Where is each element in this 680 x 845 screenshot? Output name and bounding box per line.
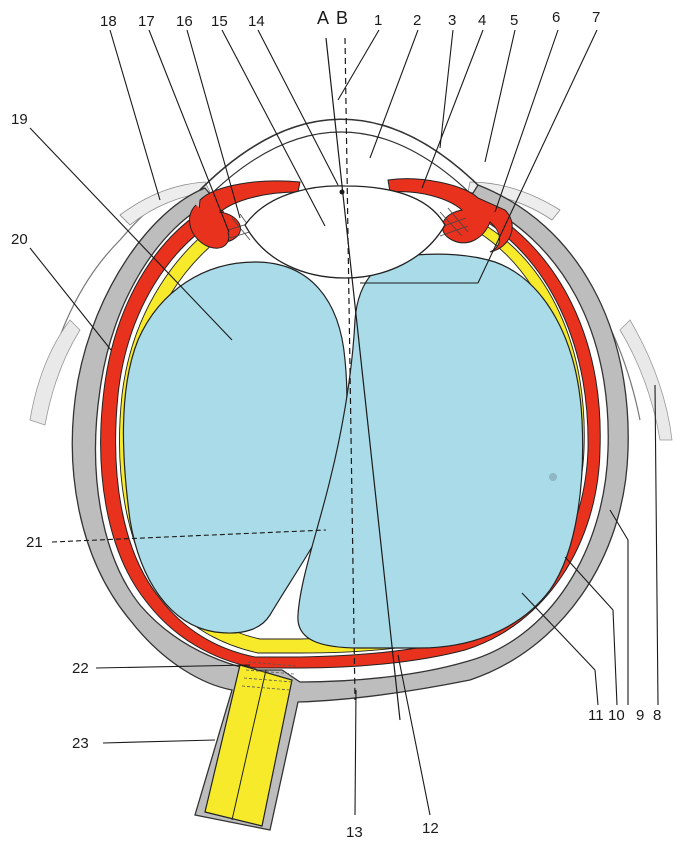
label-18: 18 <box>100 13 117 30</box>
vitreous-body-right <box>298 254 583 648</box>
label-4: 4 <box>478 12 486 29</box>
label-10: 10 <box>608 707 625 724</box>
label-21: 21 <box>26 534 43 551</box>
label-9: 9 <box>636 707 644 724</box>
label-11: 11 <box>588 707 604 724</box>
nodal-point <box>340 190 345 195</box>
label-8: 8 <box>653 707 661 724</box>
label-20: 20 <box>11 231 28 248</box>
label-13: 13 <box>346 824 363 841</box>
label-2: 2 <box>413 12 421 29</box>
label-19: 19 <box>11 111 28 128</box>
label-22: 22 <box>72 660 89 677</box>
label-14: 14 <box>248 13 265 30</box>
axis-b-label: B <box>336 8 348 28</box>
label-15: 15 <box>211 13 228 30</box>
label-7: 7 <box>592 9 600 26</box>
upper-eyelid-tissue <box>30 320 80 425</box>
axis-a-label: A <box>317 8 329 28</box>
label-5: 5 <box>510 12 518 29</box>
label-23: 23 <box>72 735 89 752</box>
label-3: 3 <box>448 12 456 29</box>
label-16: 16 <box>176 13 193 30</box>
label-1: 1 <box>374 12 382 29</box>
vitreous-speck <box>549 473 557 481</box>
label-17: 17 <box>138 13 155 30</box>
label-6: 6 <box>552 9 560 26</box>
label-12: 12 <box>422 820 439 837</box>
